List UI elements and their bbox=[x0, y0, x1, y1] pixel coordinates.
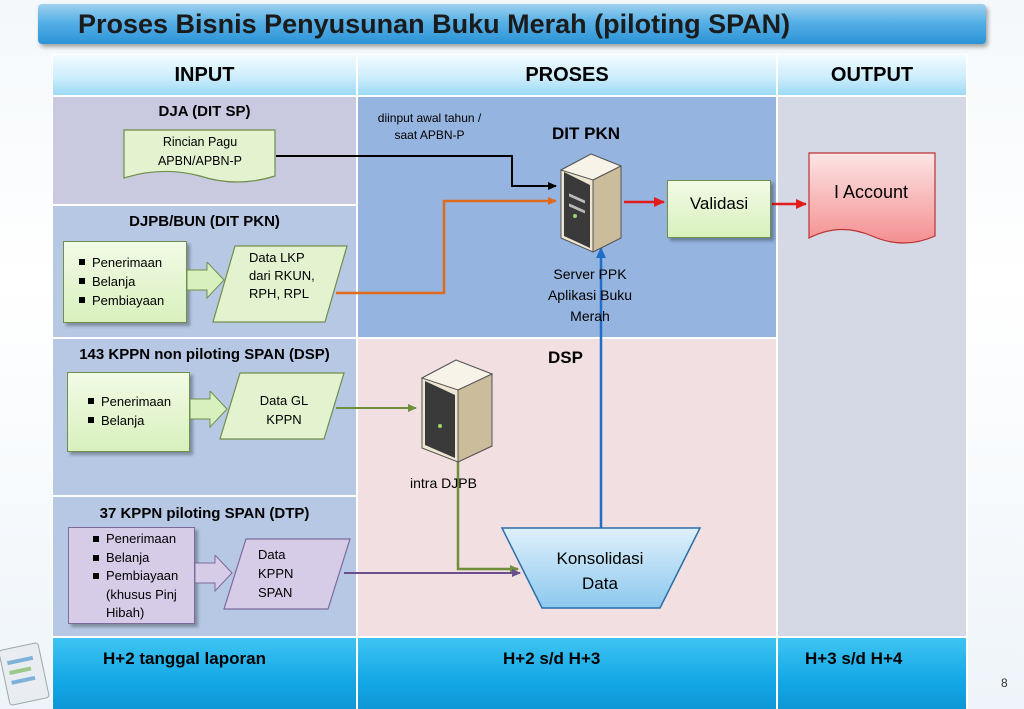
list-item: Belanja bbox=[88, 411, 185, 430]
section-title-djpb: DJPB/BUN (DIT PKN) bbox=[129, 213, 280, 230]
block-arrow-kppn37 bbox=[195, 555, 233, 593]
title-bar bbox=[38, 4, 986, 44]
list-item: Pembiayaan (khusus Pinj Hibah) bbox=[93, 567, 192, 623]
server-label: Server PPK Aplikasi Buku Merah bbox=[547, 266, 633, 324]
footer-output: H+3 s/d H+4 bbox=[778, 638, 966, 709]
list-item: Penerimaan bbox=[93, 530, 192, 549]
server-icon bbox=[559, 153, 623, 253]
dsp-label: DSP bbox=[548, 348, 583, 367]
footer-proses: H+2 s/d H+3 bbox=[358, 638, 776, 709]
list-item: Pembiayaan bbox=[79, 291, 182, 310]
header-proses: PROSES bbox=[358, 55, 776, 95]
konsolidasi-label: Konsolidasi Data bbox=[556, 549, 644, 593]
data-shape-djpb bbox=[212, 245, 348, 323]
arrow-intra-to-konsolidasi bbox=[456, 458, 519, 573]
data-shape-kppn37 bbox=[223, 538, 351, 610]
data-label-djpb: Data LKP dari RKUN, RPH, RPL bbox=[249, 250, 315, 301]
block-arrow-kppn143 bbox=[190, 391, 228, 429]
list-item: Penerimaan bbox=[88, 392, 185, 411]
dit-pkn-label: DIT PKN bbox=[552, 124, 620, 143]
list-item: Belanja bbox=[93, 549, 192, 568]
konsolidasi-shape bbox=[500, 527, 702, 609]
data-label-kppn37: Data KPPN SPAN bbox=[258, 547, 294, 600]
items-box-kppn37: Penerimaan Belanja Pembiayaan (khusus Pi… bbox=[68, 527, 195, 624]
arrow-djpb-to-server bbox=[336, 197, 557, 295]
doc-rincian-pagu: Rincian Pagu APBN/APBN-P bbox=[157, 135, 243, 168]
intra-server-icon bbox=[420, 359, 494, 463]
block-arrow-djpb bbox=[187, 262, 225, 300]
intra-label: intra DJPB bbox=[410, 475, 477, 491]
list-item: Penerimaan bbox=[79, 253, 182, 272]
page-number: 8 bbox=[1001, 676, 1008, 690]
validasi-box: Validasi bbox=[667, 180, 771, 238]
items-box-djpb: Penerimaan Belanja Pembiayaan bbox=[63, 241, 187, 323]
account-label: I Account bbox=[833, 182, 909, 202]
input-note: diinput awal tahun / saat APBN-P bbox=[377, 111, 482, 142]
page-title: Proses Bisnis Penyusunan Buku Merah (pil… bbox=[78, 9, 791, 39]
data-shape-kppn143 bbox=[219, 372, 345, 440]
footer-input: H+2 tanggal laporan bbox=[53, 638, 356, 709]
header-input: INPUT bbox=[53, 55, 356, 95]
account-doc-shape bbox=[808, 152, 936, 244]
doc-shape-rincian-pagu bbox=[123, 129, 276, 183]
clipboard-decoration bbox=[0, 642, 50, 706]
section-title-kppn37: 37 KPPN piloting SPAN (DTP) bbox=[99, 505, 310, 522]
data-label-kppn143: Data GL KPPN bbox=[259, 393, 309, 427]
list-item: Belanja bbox=[79, 272, 182, 291]
section-title-dja: DJA (DIT SP) bbox=[158, 103, 251, 120]
header-output: OUTPUT bbox=[778, 55, 966, 95]
arrow-dja-to-server bbox=[276, 155, 557, 190]
section-title-kppn143: 143 KPPN non piloting SPAN (DSP) bbox=[79, 346, 330, 363]
